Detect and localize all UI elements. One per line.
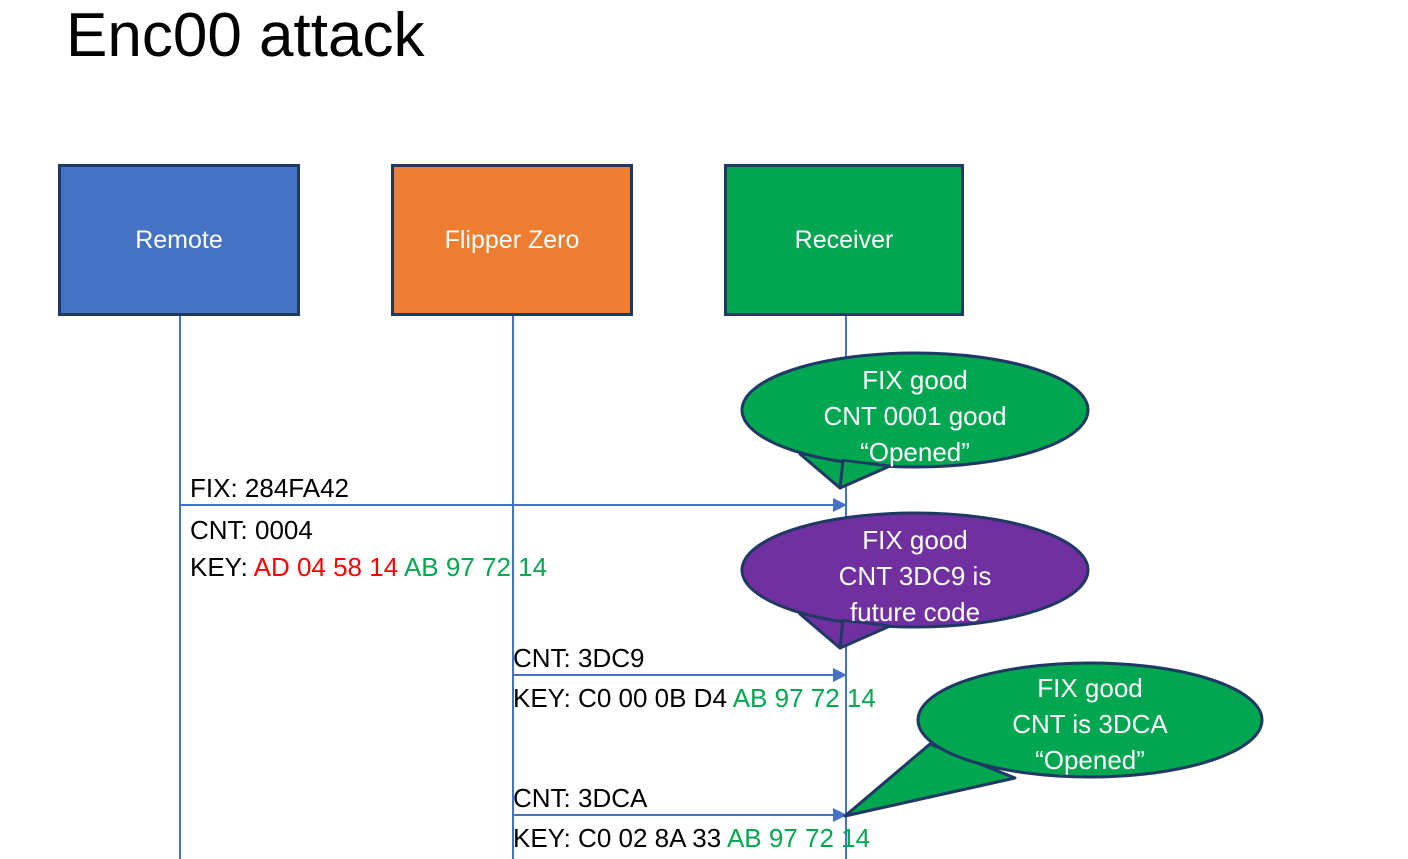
message-arrow-1 bbox=[179, 498, 847, 512]
message-2-cnt-label: CNT: 3DC9 bbox=[513, 643, 645, 673]
message-1-key-label: KEY: AD 04 58 14 AB 97 72 14 bbox=[190, 547, 547, 587]
message-3-cnt-label: CNT: 3DCA bbox=[513, 783, 648, 813]
lifeline-flipper bbox=[512, 316, 514, 859]
message-arrow-2 bbox=[512, 668, 847, 682]
message-3-key-prefix: KEY: C0 02 8A 33 bbox=[513, 823, 727, 853]
message-2-key-green: AB 97 72 14 bbox=[732, 683, 876, 713]
message-2-key-label: KEY: C0 00 0B D4 AB 97 72 14 bbox=[513, 678, 876, 718]
message-1-key-prefix: KEY: bbox=[190, 552, 254, 582]
speech-bubble-receiver-response-2: FIX good CNT 3DC9 is future code bbox=[740, 508, 1090, 668]
speech-bubble-receiver-response-1: FIX good CNT 0001 good “Opened” bbox=[740, 348, 1090, 508]
actor-box-flipper: Flipper Zero bbox=[391, 164, 633, 316]
lifeline-remote bbox=[179, 316, 181, 859]
speech-bubble-receiver-response-3: FIX good CNT is 3DCA “Opened” bbox=[840, 658, 1265, 823]
actor-label-receiver: Receiver bbox=[794, 225, 894, 254]
message-3-key-label: KEY: C0 02 8A 33 AB 97 72 14 bbox=[513, 818, 870, 858]
message-3-key-green: AB 97 72 14 bbox=[726, 823, 871, 853]
message-arrow-3 bbox=[512, 808, 847, 822]
page-title: Enc00 attack bbox=[66, 1, 425, 70]
actor-label-flipper: Flipper Zero bbox=[444, 225, 580, 254]
message-1-key-green: AB 97 72 14 bbox=[403, 552, 548, 582]
message-1-fix-label: FIX: 284FA42 bbox=[190, 473, 349, 503]
actor-box-remote: Remote bbox=[58, 164, 300, 316]
message-2-key-prefix: KEY: C0 00 0B D4 bbox=[513, 683, 733, 713]
message-1-cnt-label: CNT: 0004 bbox=[190, 515, 313, 545]
actor-box-receiver: Receiver bbox=[724, 164, 964, 316]
actor-label-remote: Remote bbox=[135, 225, 223, 254]
message-1-key-red: AD 04 58 14 bbox=[253, 552, 404, 582]
